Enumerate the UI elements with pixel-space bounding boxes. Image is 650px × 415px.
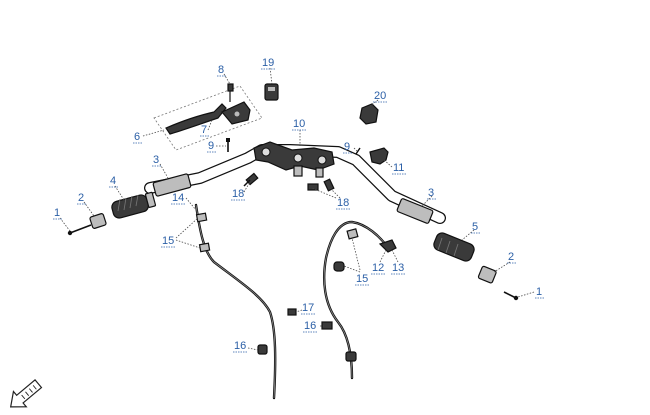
left-sleeve [152, 173, 192, 197]
callout-2-right: 2 [508, 251, 514, 263]
callout-9-right: 9 [344, 141, 350, 153]
callout-4: 4 [110, 175, 116, 187]
callout-8: 8 [218, 64, 224, 76]
handlebar-clamp [253, 141, 335, 178]
right-switch [359, 103, 379, 125]
callout-1-left: 1 [54, 207, 60, 219]
callout-6: 6 [134, 131, 140, 143]
callout-underlines [53, 68, 544, 353]
callout-2-left: 2 [78, 192, 84, 204]
callout-7: 7 [201, 124, 207, 136]
switch-housing [264, 83, 279, 101]
callout-19: 19 [262, 57, 274, 69]
callout-10: 10 [293, 118, 305, 130]
callout-11: 11 [393, 162, 404, 174]
right-bar-end-weight [477, 265, 519, 301]
callout-16-right: 16 [304, 320, 316, 332]
callout-18-left: 18 [232, 188, 244, 200]
right-grip [433, 232, 475, 262]
callout-12: 12 [372, 262, 384, 274]
clutch-cable [194, 203, 297, 400]
clutch-lever-group [153, 83, 263, 151]
callout-3-right: 3 [428, 187, 434, 199]
screw-left [226, 138, 230, 152]
callout-15-right: 15 [356, 273, 368, 285]
right-sleeve [396, 198, 434, 224]
brake-cable [321, 220, 397, 380]
callout-18-right: 18 [337, 197, 349, 209]
mirror-mount-right [355, 147, 389, 165]
callout-17: 17 [302, 302, 314, 314]
callout-3-left: 3 [153, 154, 159, 166]
left-bar-end-weight [67, 213, 107, 236]
front-direction-arrow-icon [9, 379, 43, 408]
leader-lines [59, 67, 535, 351]
callout-16-left: 16 [234, 340, 246, 352]
left-grip [111, 191, 157, 219]
callout-labels: 1 2 4 3 6 7 8 9 19 10 20 9 11 18 3 14 15… [54, 57, 542, 352]
callout-13: 13 [392, 262, 404, 274]
callout-20: 20 [374, 90, 386, 102]
callout-14: 14 [172, 192, 184, 204]
callout-1-right: 1 [536, 286, 542, 298]
callout-9-left: 9 [208, 140, 214, 152]
callout-15-left: 15 [162, 235, 174, 247]
callout-5: 5 [472, 221, 478, 233]
